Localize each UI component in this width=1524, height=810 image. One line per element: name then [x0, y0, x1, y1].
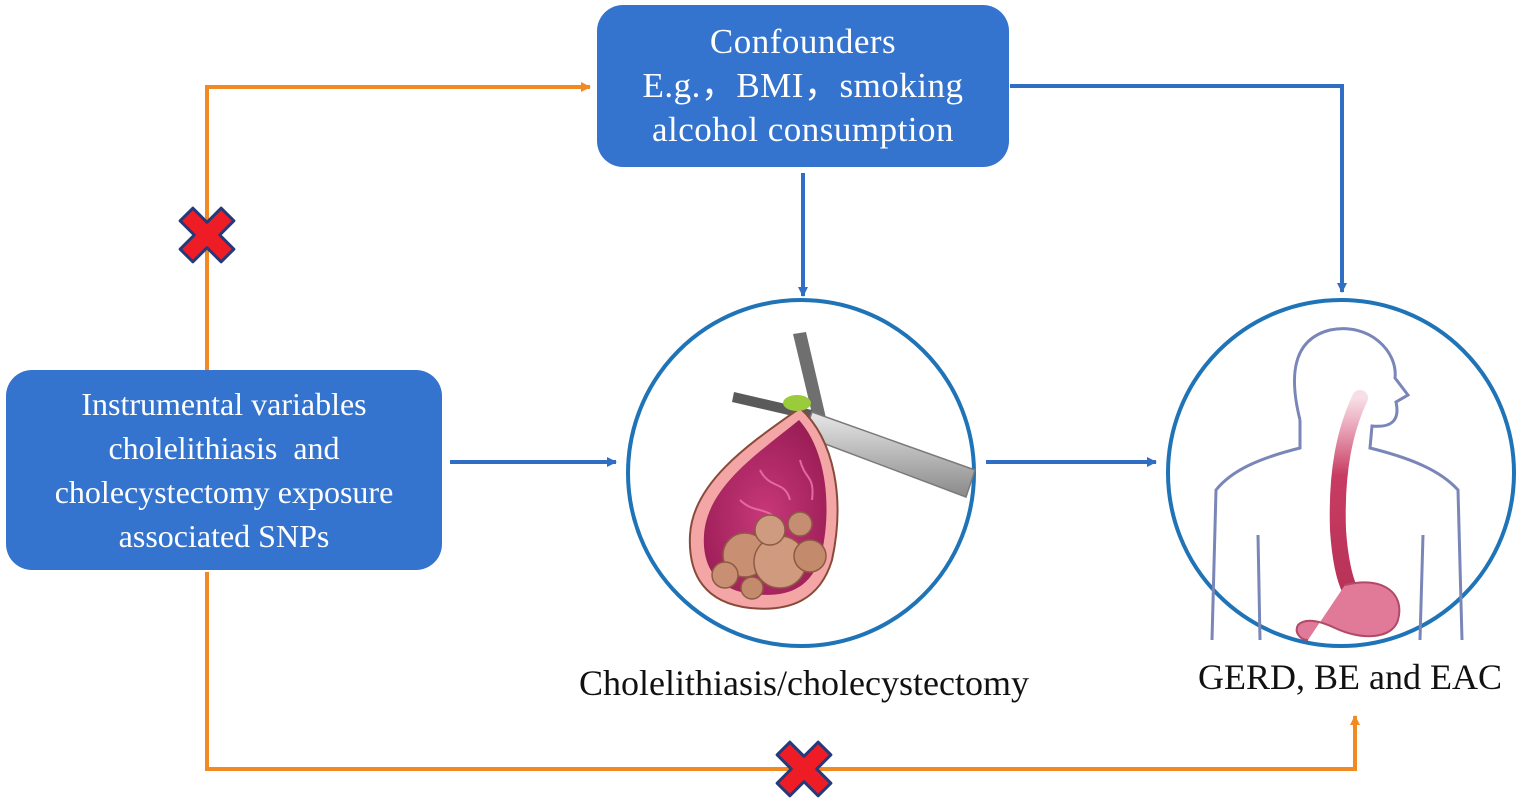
orange-arrow-to-outcome	[205, 572, 1360, 771]
instrument-line-2: cholelithiasis and	[108, 430, 340, 466]
exposure-caption: Cholelithiasis/cholecystectomy	[579, 663, 1029, 703]
human-esophagus-stomach-illustration	[1166, 298, 1516, 648]
confounders-examples-cont: alcohol consumption	[651, 110, 955, 149]
instrumental-variables-box: Instrumental variables cholelithiasis an…	[6, 370, 442, 570]
blue-arrow-confounders-to-outcome	[1010, 84, 1347, 293]
gallbladder-stones-illustration	[626, 298, 976, 648]
orange-arrow-to-confounders	[205, 82, 591, 370]
confounders-box: Confounders E.g.，BMI，smoking alcohol con…	[597, 5, 1009, 167]
instrument-line-3: cholecystectomy exposure	[54, 474, 394, 510]
blocked-path-cross-icon	[178, 206, 236, 264]
instrument-line-4: associated SNPs	[118, 518, 330, 554]
outcome-caption: GERD, BE and EAC	[1198, 657, 1502, 697]
blocked-path-cross-icon	[775, 740, 833, 798]
instrument-line-1: Instrumental variables	[81, 386, 367, 422]
confounders-title: Confounders	[709, 22, 897, 61]
confounders-examples: E.g.，BMI，smoking	[642, 66, 964, 105]
